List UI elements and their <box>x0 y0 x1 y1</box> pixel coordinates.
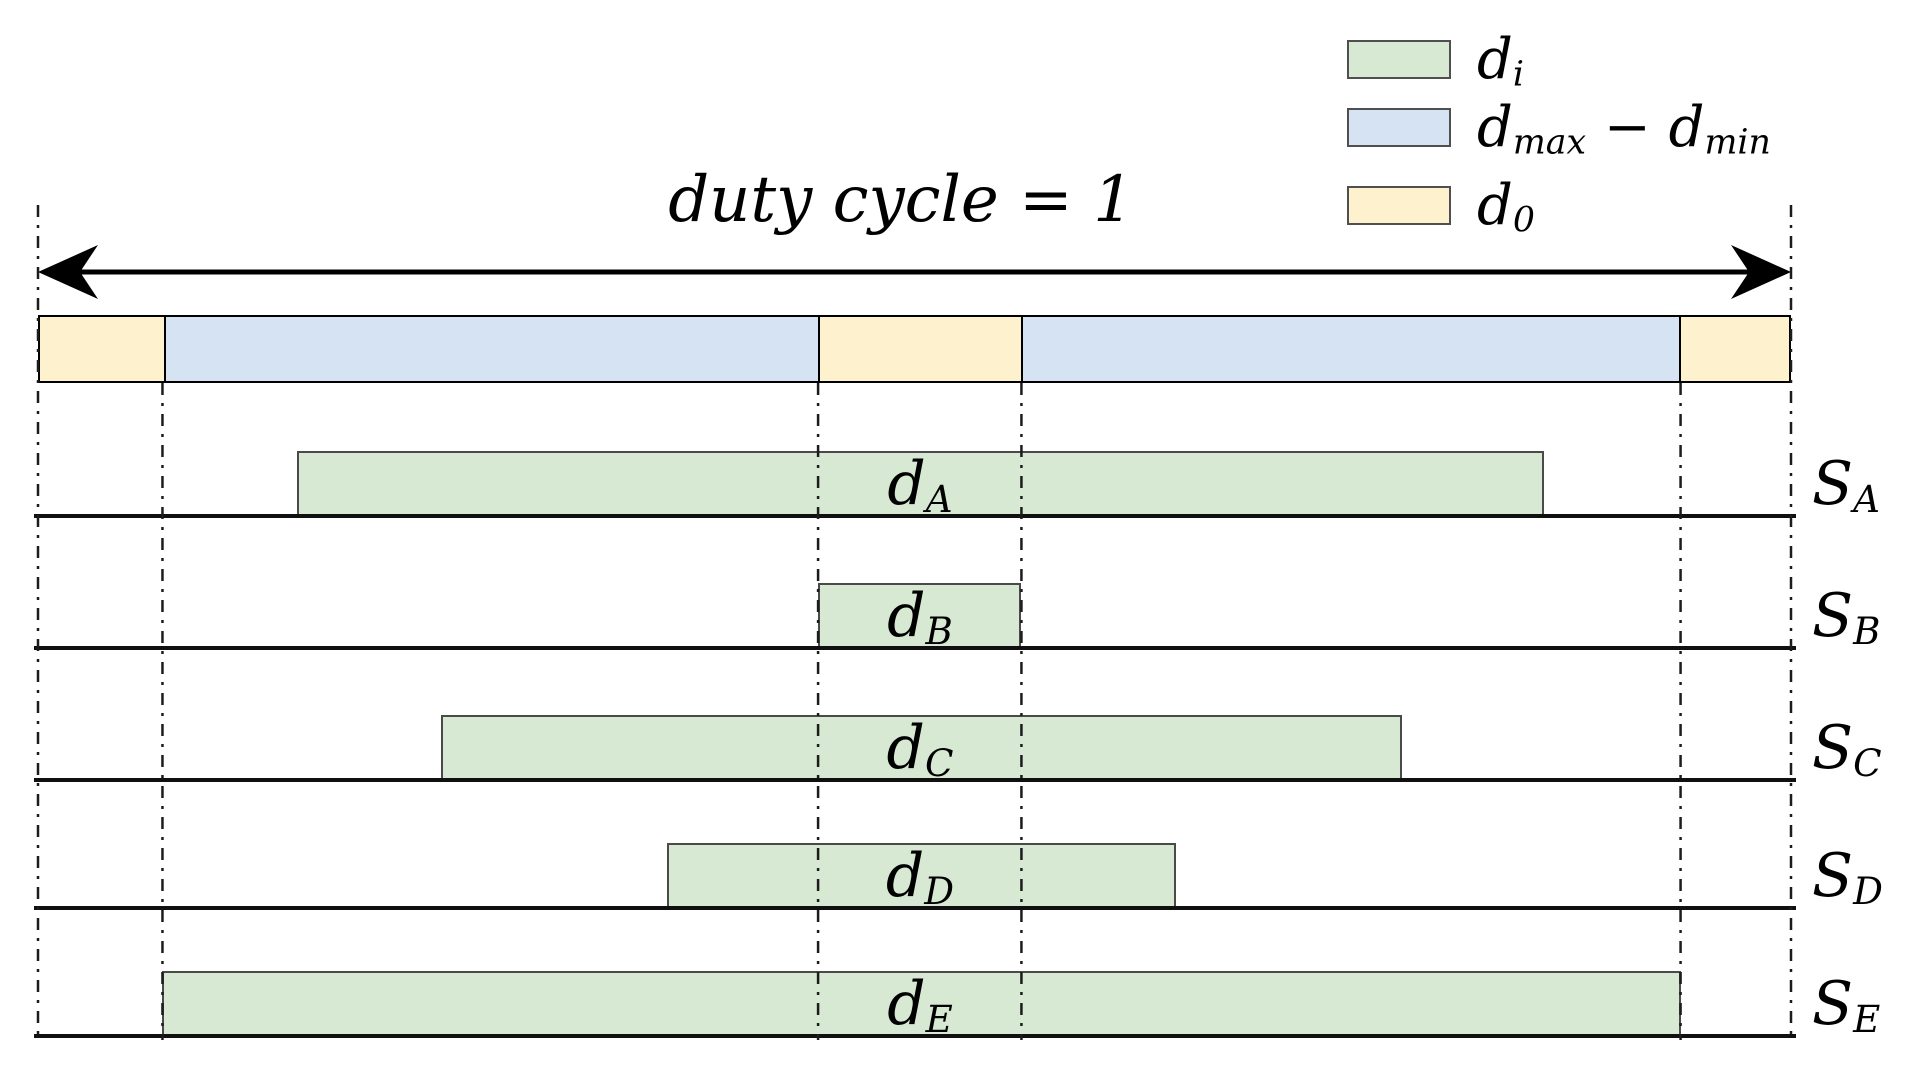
duty-bar-sd <box>667 843 1176 908</box>
row-baseline-e <box>34 1034 1796 1038</box>
duty-bar-segment-d0-0 <box>40 317 165 381</box>
duty-label-b: dB <box>887 581 953 654</box>
duty-bar-sc <box>441 715 1402 780</box>
row-baseline-b <box>34 646 1796 650</box>
duty-label-e: dE <box>887 969 953 1042</box>
legend-label-d0: d0 <box>1477 172 1535 241</box>
legend-item-dmax-dmin: dmax − dmin <box>1347 99 1771 159</box>
legend-label-dmax-dmin: dmax − dmin <box>1477 94 1771 163</box>
legend-swatch-dmax-dmin-icon <box>1347 108 1451 147</box>
station-label-d: SD <box>1812 841 1883 914</box>
legend-item-di: di <box>1347 31 1771 91</box>
duty-label-d: dD <box>885 841 955 914</box>
duty-bar-segment-d0-2 <box>818 317 1022 381</box>
row-baseline-c <box>34 778 1796 782</box>
row-e <box>38 971 1791 1036</box>
duty-cycle-bar <box>38 315 1791 383</box>
row-baseline-d <box>34 906 1796 910</box>
duty-bar-segment-dmax_minus_dmin-1 <box>164 317 819 381</box>
duty-label-a: dA <box>887 449 953 522</box>
legend-swatch-d0-icon <box>1347 186 1451 225</box>
arrowhead-right-icon <box>1731 245 1791 299</box>
station-label-b: SB <box>1812 581 1881 654</box>
station-label-e: SE <box>1812 969 1881 1042</box>
station-label-c: SC <box>1812 713 1882 786</box>
row-c <box>38 715 1791 780</box>
figure-title: duty cycle = 1 <box>668 163 1134 237</box>
arrowhead-left-icon <box>38 245 98 299</box>
row-baseline-a <box>34 514 1796 518</box>
duty-bar-segment-d0-4 <box>1678 317 1789 381</box>
duty-bar-segment-dmax_minus_dmin-3 <box>1021 317 1679 381</box>
row-d <box>38 843 1791 908</box>
duty-bar-se <box>162 971 1681 1036</box>
station-label-a: SA <box>1812 449 1880 522</box>
legend-item-d0: d0 <box>1347 177 1771 237</box>
duty-label-c: dC <box>886 713 954 786</box>
duty-cycle-arrow <box>38 245 1791 299</box>
legend-swatch-di-icon <box>1347 40 1451 79</box>
legend: di dmax − dmin d0 <box>1347 31 1771 237</box>
legend-label-di: di <box>1477 26 1524 95</box>
